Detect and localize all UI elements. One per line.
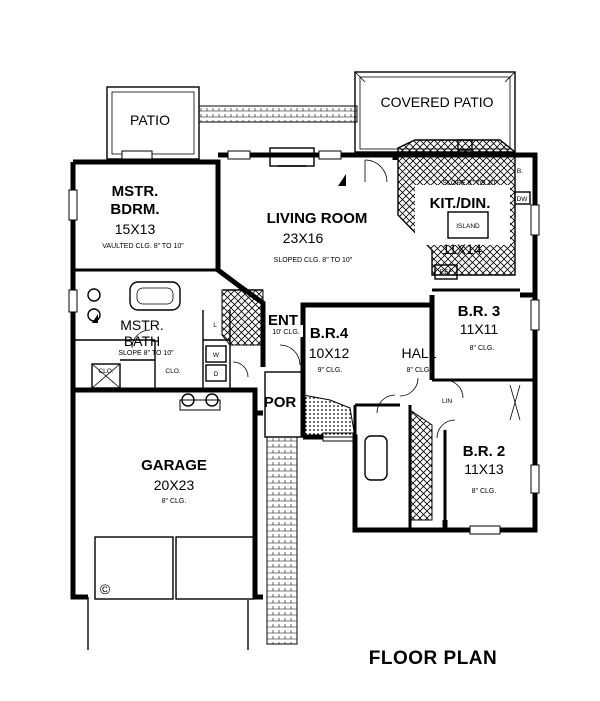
master-bath-note: SLOPE 8" TO 10" bbox=[118, 350, 174, 357]
garage-note: 8" CLG. bbox=[162, 498, 187, 505]
entry-tile bbox=[221, 289, 264, 346]
living-room-note: SLOPED CLG. 8" TO 10" bbox=[274, 257, 353, 264]
master-bath-fixtures bbox=[87, 281, 227, 407]
master-bath-name-1: MSTR. bbox=[120, 317, 164, 333]
linen-label: LIN bbox=[442, 398, 452, 405]
garage-size: 20X23 bbox=[154, 477, 195, 493]
hall-note: 8" CLG. bbox=[407, 367, 432, 374]
hall-bath-tile bbox=[409, 409, 433, 521]
island-label: ISLAND bbox=[456, 223, 480, 230]
bedroom-2-size: 11X13 bbox=[464, 461, 504, 477]
refrigerator-label: REF bbox=[440, 269, 453, 276]
walkway-strip bbox=[198, 105, 358, 123]
master-bedroom-name-2: BDRM. bbox=[110, 201, 159, 218]
washer-label: W bbox=[213, 352, 220, 359]
garage-doors bbox=[94, 536, 255, 600]
covered-patio-label: COVERED PATIO bbox=[380, 94, 493, 110]
bedroom-2-note: 8" CLG. bbox=[472, 488, 497, 495]
patio-slab bbox=[106, 86, 200, 160]
entry-name: ENT bbox=[268, 312, 298, 329]
bedroom-4-size: 10X12 bbox=[309, 345, 350, 361]
kitchen-sink bbox=[457, 139, 473, 151]
dishwasher-label: DW bbox=[517, 196, 529, 203]
ceiling-slope-marker bbox=[338, 174, 346, 186]
bedroom-3-note: 8" CLG. bbox=[470, 345, 495, 352]
floor-plan-title: FLOOR PLAN bbox=[369, 648, 498, 669]
bedroom-2-name: B.R. 2 bbox=[463, 443, 506, 460]
kitchen-label-plate bbox=[415, 185, 510, 245]
master-bedroom-note: VAULTED CLG. 8" TO 10" bbox=[102, 243, 184, 250]
master-bedroom-name-1: MSTR. bbox=[112, 183, 159, 200]
kitchen-flat-ceiling-note: 8" FLAT CLG. bbox=[436, 152, 479, 159]
front-walkway bbox=[266, 436, 298, 645]
garage-name: GARAGE bbox=[141, 457, 207, 474]
patio-label: PATIO bbox=[130, 112, 170, 128]
planter bbox=[302, 394, 356, 438]
entry-note: 10' CLG. bbox=[272, 329, 299, 336]
bedroom-3-name: B.R. 3 bbox=[458, 303, 501, 320]
kitchen-b-label: B. bbox=[517, 168, 523, 175]
copyright-mark: © bbox=[100, 581, 111, 597]
door-swings bbox=[131, 159, 521, 439]
master-bedroom-size: 15X13 bbox=[115, 221, 156, 237]
bedroom-3-size: 11X11 bbox=[460, 321, 499, 337]
bedroom-4-name: B.R.4 bbox=[310, 325, 349, 342]
living-room-name: LIVING ROOM bbox=[267, 210, 368, 227]
kitchen-island bbox=[447, 211, 489, 239]
kitchen-dining-name: KIT./DIN. bbox=[430, 195, 491, 212]
living-room-size: 23X16 bbox=[283, 230, 324, 246]
dryer-label: D bbox=[214, 371, 219, 378]
entry-label-plate bbox=[269, 325, 303, 337]
hall-name: HALL bbox=[401, 345, 436, 361]
porch-name: POR bbox=[264, 394, 297, 411]
hall-bathtub bbox=[364, 435, 388, 481]
bath-slope-marker bbox=[92, 314, 98, 323]
bedroom-4-note: 9" CLG. bbox=[318, 367, 343, 374]
kitchen-slope-note: SLOPE 8" TO 10" bbox=[442, 180, 498, 187]
master-bath-name-2: BATH bbox=[124, 333, 160, 349]
kitchen-dining-size: 11X14 bbox=[442, 241, 482, 257]
dishwasher bbox=[514, 191, 531, 205]
closet-left-label: CLO. bbox=[98, 368, 113, 375]
linen-l-label: L bbox=[213, 322, 217, 329]
closet-right-label: CLO. bbox=[165, 368, 180, 375]
fireplace bbox=[269, 147, 315, 167]
refrigerator bbox=[434, 264, 458, 280]
